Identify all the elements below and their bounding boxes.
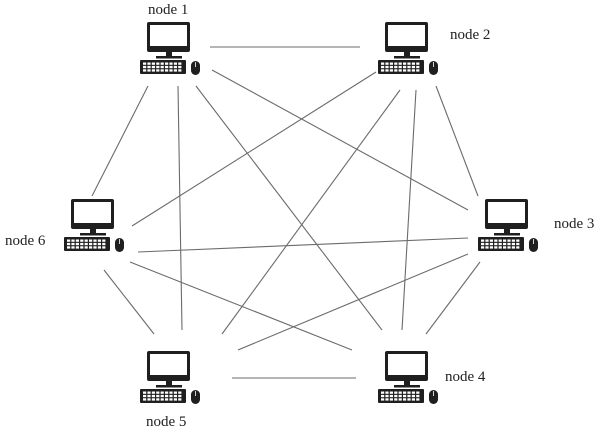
node-3-computer-icon xyxy=(476,199,540,255)
node-5-computer-icon xyxy=(138,351,202,407)
node-2-label: node 2 xyxy=(450,27,491,43)
connection-node3-node4 xyxy=(425,261,481,335)
connection-node3-node6 xyxy=(137,237,469,253)
connection-node1-node3 xyxy=(211,69,469,211)
node-5-label: node 5 xyxy=(146,414,187,430)
node-3-label: node 3 xyxy=(554,216,595,232)
node-1-label: node 1 xyxy=(148,2,189,18)
connection-node3-node5 xyxy=(237,253,469,351)
connection-node2-node6 xyxy=(131,71,377,227)
connection-node2-node4 xyxy=(401,89,417,331)
connection-node1-node6 xyxy=(91,85,149,197)
connection-node1-node5 xyxy=(177,85,183,331)
connection-node1-node4 xyxy=(195,85,383,331)
node-1-computer-icon xyxy=(138,22,202,78)
node-6-computer-icon xyxy=(62,199,126,255)
connection-node4-node6 xyxy=(129,261,353,351)
connection-node2-node5 xyxy=(221,89,401,335)
node-4-computer-icon xyxy=(376,351,440,407)
connection-node5-node6 xyxy=(103,269,155,335)
node-4-label: node 4 xyxy=(445,369,486,385)
connection-node2-node3 xyxy=(435,85,479,197)
node-2-computer-icon xyxy=(376,22,440,78)
node-6-label: node 6 xyxy=(5,233,46,249)
